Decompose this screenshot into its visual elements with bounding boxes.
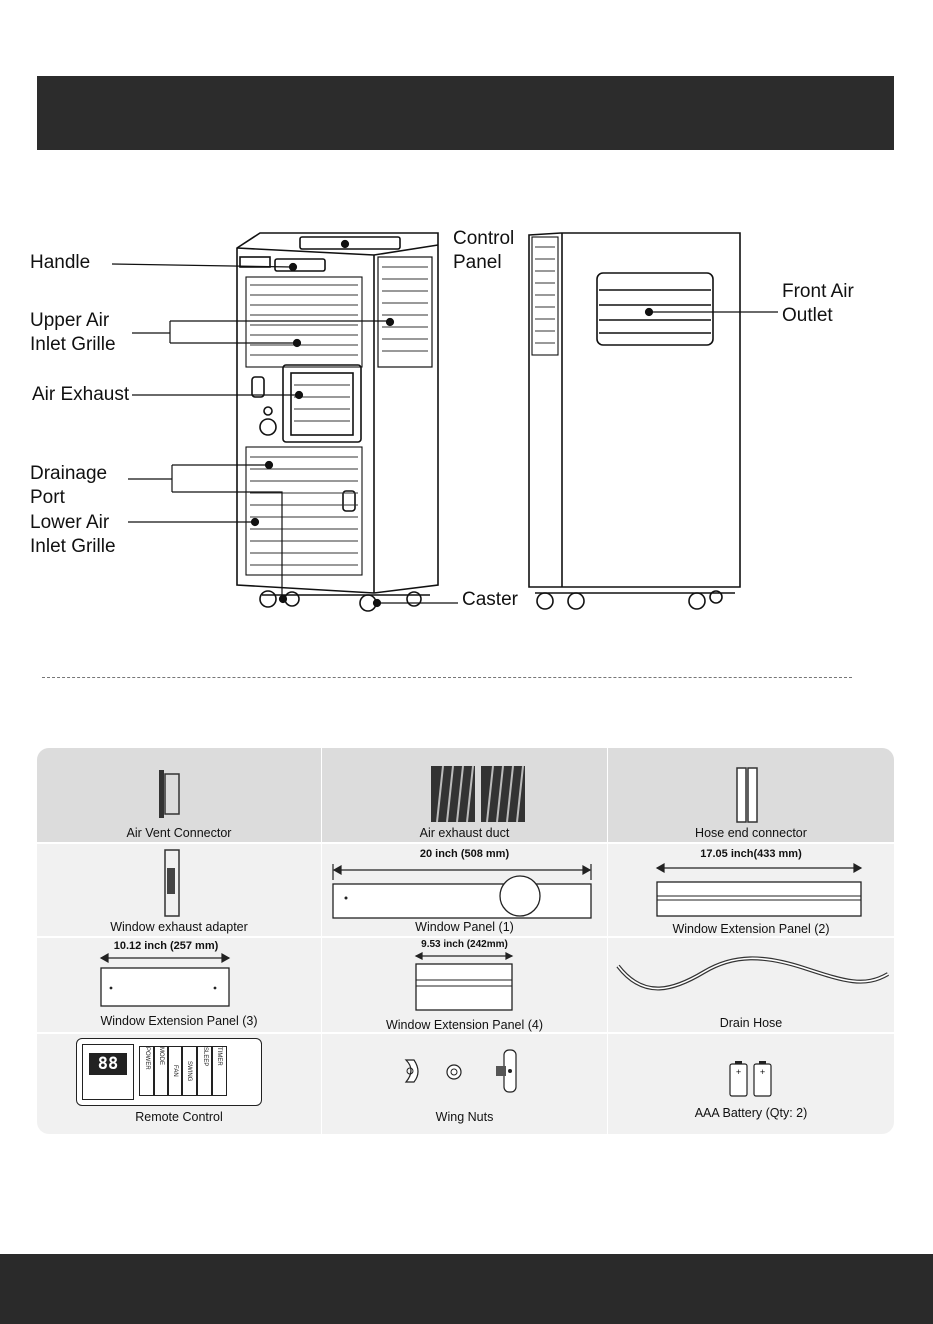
accessory-remote-control: 88 POWER MODE FAN SWING SLEEP TIMER Remo… — [37, 1034, 322, 1134]
air-exhaust-duct-image — [431, 766, 525, 822]
window-extension-panel-3-dimension: 10.12 inch (257 mm) — [113, 940, 219, 952]
sleep-button[interactable]: SLEEP — [197, 1046, 213, 1096]
accessory-window-extension-panel-3: 10.12 inch (257 mm) Window Extension Pan… — [37, 938, 322, 1034]
accessory-drain-hose: Drain Hose — [608, 938, 894, 1034]
drain-hose-label: Drain Hose — [719, 1016, 783, 1030]
window-extension-panel-3-label: Window Extension Panel (3) — [100, 1014, 258, 1028]
window-extension-panel-3-image — [99, 952, 231, 1007]
remote-control-label: Remote Control — [135, 1110, 223, 1124]
accessory-window-extension-panel-4: 9.53 inch (242mm) Window Extension Panel… — [322, 938, 608, 1034]
timer-button[interactable]: TIMER — [211, 1046, 227, 1096]
footer-bar — [0, 1254, 933, 1324]
accessory-window-panel-1: 20 inch (508 mm) Window Panel (1) — [322, 844, 608, 938]
hose-end-connector-label: Hose end connector — [695, 826, 807, 840]
remote-display: 88 — [89, 1053, 127, 1075]
window-panel-1-dimension: 20 inch (508 mm) — [419, 848, 510, 860]
window-extension-panel-2-label: Window Extension Panel (2) — [672, 922, 830, 936]
callout-handle: Handle — [30, 252, 91, 273]
accessory-window-extension-panel-2: 17.05 inch(433 mm) Window Extension Pane… — [608, 844, 894, 938]
air-exhaust-duct-label: Air exhaust duct — [419, 826, 510, 840]
wing-nuts-image — [404, 1049, 517, 1093]
air-conditioner-illustration — [111, 232, 778, 612]
product-diagram: Handle Upper Air Inlet Grille Air Exhaus… — [0, 215, 933, 625]
window-extension-panel-2-dimension: 17.05 inch(433 mm) — [700, 848, 802, 860]
callout-drainage-port: Drainage Port — [30, 463, 108, 508]
drain-hose-image — [616, 956, 890, 991]
callout-front-air-outlet: Front Air Outlet — [782, 281, 854, 326]
window-extension-panel-2-image — [655, 862, 863, 917]
callout-lower-air-inlet-grille: Lower Air Inlet Grille — [30, 512, 116, 557]
wing-nuts-label: Wing Nuts — [435, 1110, 494, 1124]
aaa-battery-label: AAA Battery (Qty: 2) — [694, 1106, 808, 1120]
accessory-window-exhaust-adapter: Window exhaust adapter — [37, 844, 322, 938]
swing-button[interactable]: SWING — [181, 1046, 197, 1096]
window-panel-1-image — [332, 864, 592, 919]
air-vent-connector-image — [159, 770, 180, 818]
power-button[interactable]: POWER — [139, 1046, 155, 1096]
window-extension-panel-4-dimension: 9.53 inch (242mm) — [421, 939, 508, 950]
window-extension-panel-4-label: Window Extension Panel (4) — [385, 1018, 544, 1032]
remote-control-image: 88 POWER MODE FAN SWING SLEEP TIMER — [76, 1038, 262, 1106]
callout-air-exhaust: Air Exhaust — [32, 384, 130, 405]
window-extension-panel-4-image — [414, 952, 514, 1011]
accessory-aaa-battery: + + AAA Battery (Qty: 2) — [608, 1034, 894, 1134]
accessory-wing-nuts: Wing Nuts — [322, 1034, 608, 1134]
header-bar — [37, 76, 894, 150]
fan-button[interactable]: FAN — [167, 1046, 183, 1096]
accessory-air-vent-connector: Air Vent Connector — [37, 748, 322, 844]
air-vent-connector-label: Air Vent Connector — [126, 826, 232, 840]
window-panel-1-label: Window Panel (1) — [415, 920, 514, 934]
hose-end-connector-image — [736, 767, 758, 823]
dashed-divider — [42, 677, 852, 678]
callout-caster: Caster — [462, 589, 518, 610]
svg-text:+: + — [736, 1068, 742, 1076]
callout-upper-air-inlet-grille: Upper Air Inlet Grille — [30, 310, 116, 355]
window-exhaust-adapter-label: Window exhaust adapter — [110, 920, 248, 934]
aaa-battery-image: + + — [729, 1061, 772, 1097]
window-exhaust-adapter-image — [164, 849, 180, 917]
svg-text:+: + — [760, 1068, 766, 1076]
mode-button[interactable]: MODE — [153, 1046, 169, 1096]
callout-control-panel: Control Panel — [453, 228, 515, 273]
accessories-table: Air Vent Connector Air exhaust duct Hose… — [37, 748, 894, 1134]
accessory-air-exhaust-duct: Air exhaust duct — [322, 748, 608, 844]
accessory-hose-end-connector: Hose end connector — [608, 748, 894, 844]
